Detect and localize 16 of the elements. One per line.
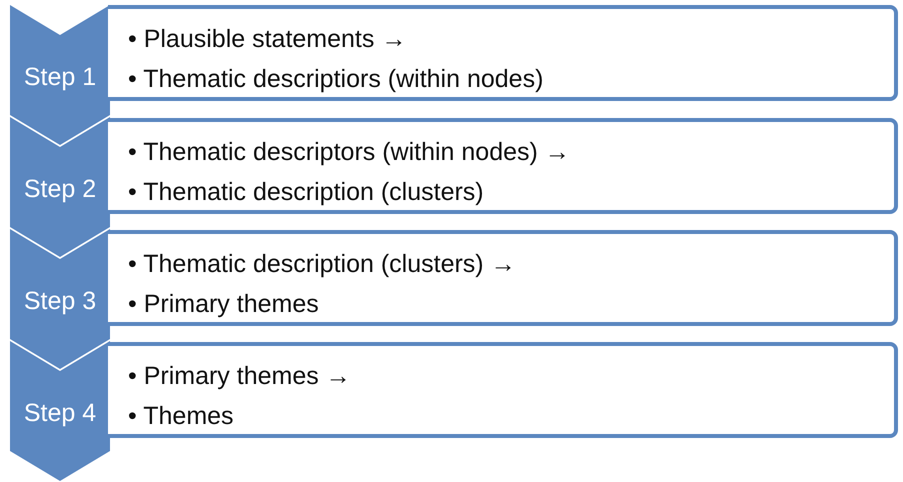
text-box bbox=[108, 118, 898, 214]
bullet-item: • Thematic description (clusters) → bbox=[128, 249, 517, 280]
bullet-item: • Primary themes → bbox=[128, 361, 352, 392]
bullet-item: • Plausible statements → bbox=[128, 24, 408, 55]
text-box bbox=[108, 230, 898, 326]
text-box bbox=[108, 342, 898, 438]
step-label: Step 3 bbox=[22, 287, 98, 316]
bullet-item: • Themes bbox=[128, 401, 235, 432]
bullet-item: • Thematic description (clusters) bbox=[128, 177, 485, 208]
bullet-item: • Thematic descriptors (within nodes) → bbox=[128, 137, 571, 168]
step-label: Step 4 bbox=[22, 399, 98, 428]
bullet-item: • Thematic descriptiors (within nodes) bbox=[128, 64, 544, 95]
bullet-item: • Primary themes bbox=[128, 289, 320, 320]
text-box bbox=[108, 5, 898, 101]
step-label: Step 1 bbox=[22, 63, 98, 92]
step-label: Step 2 bbox=[22, 175, 98, 204]
